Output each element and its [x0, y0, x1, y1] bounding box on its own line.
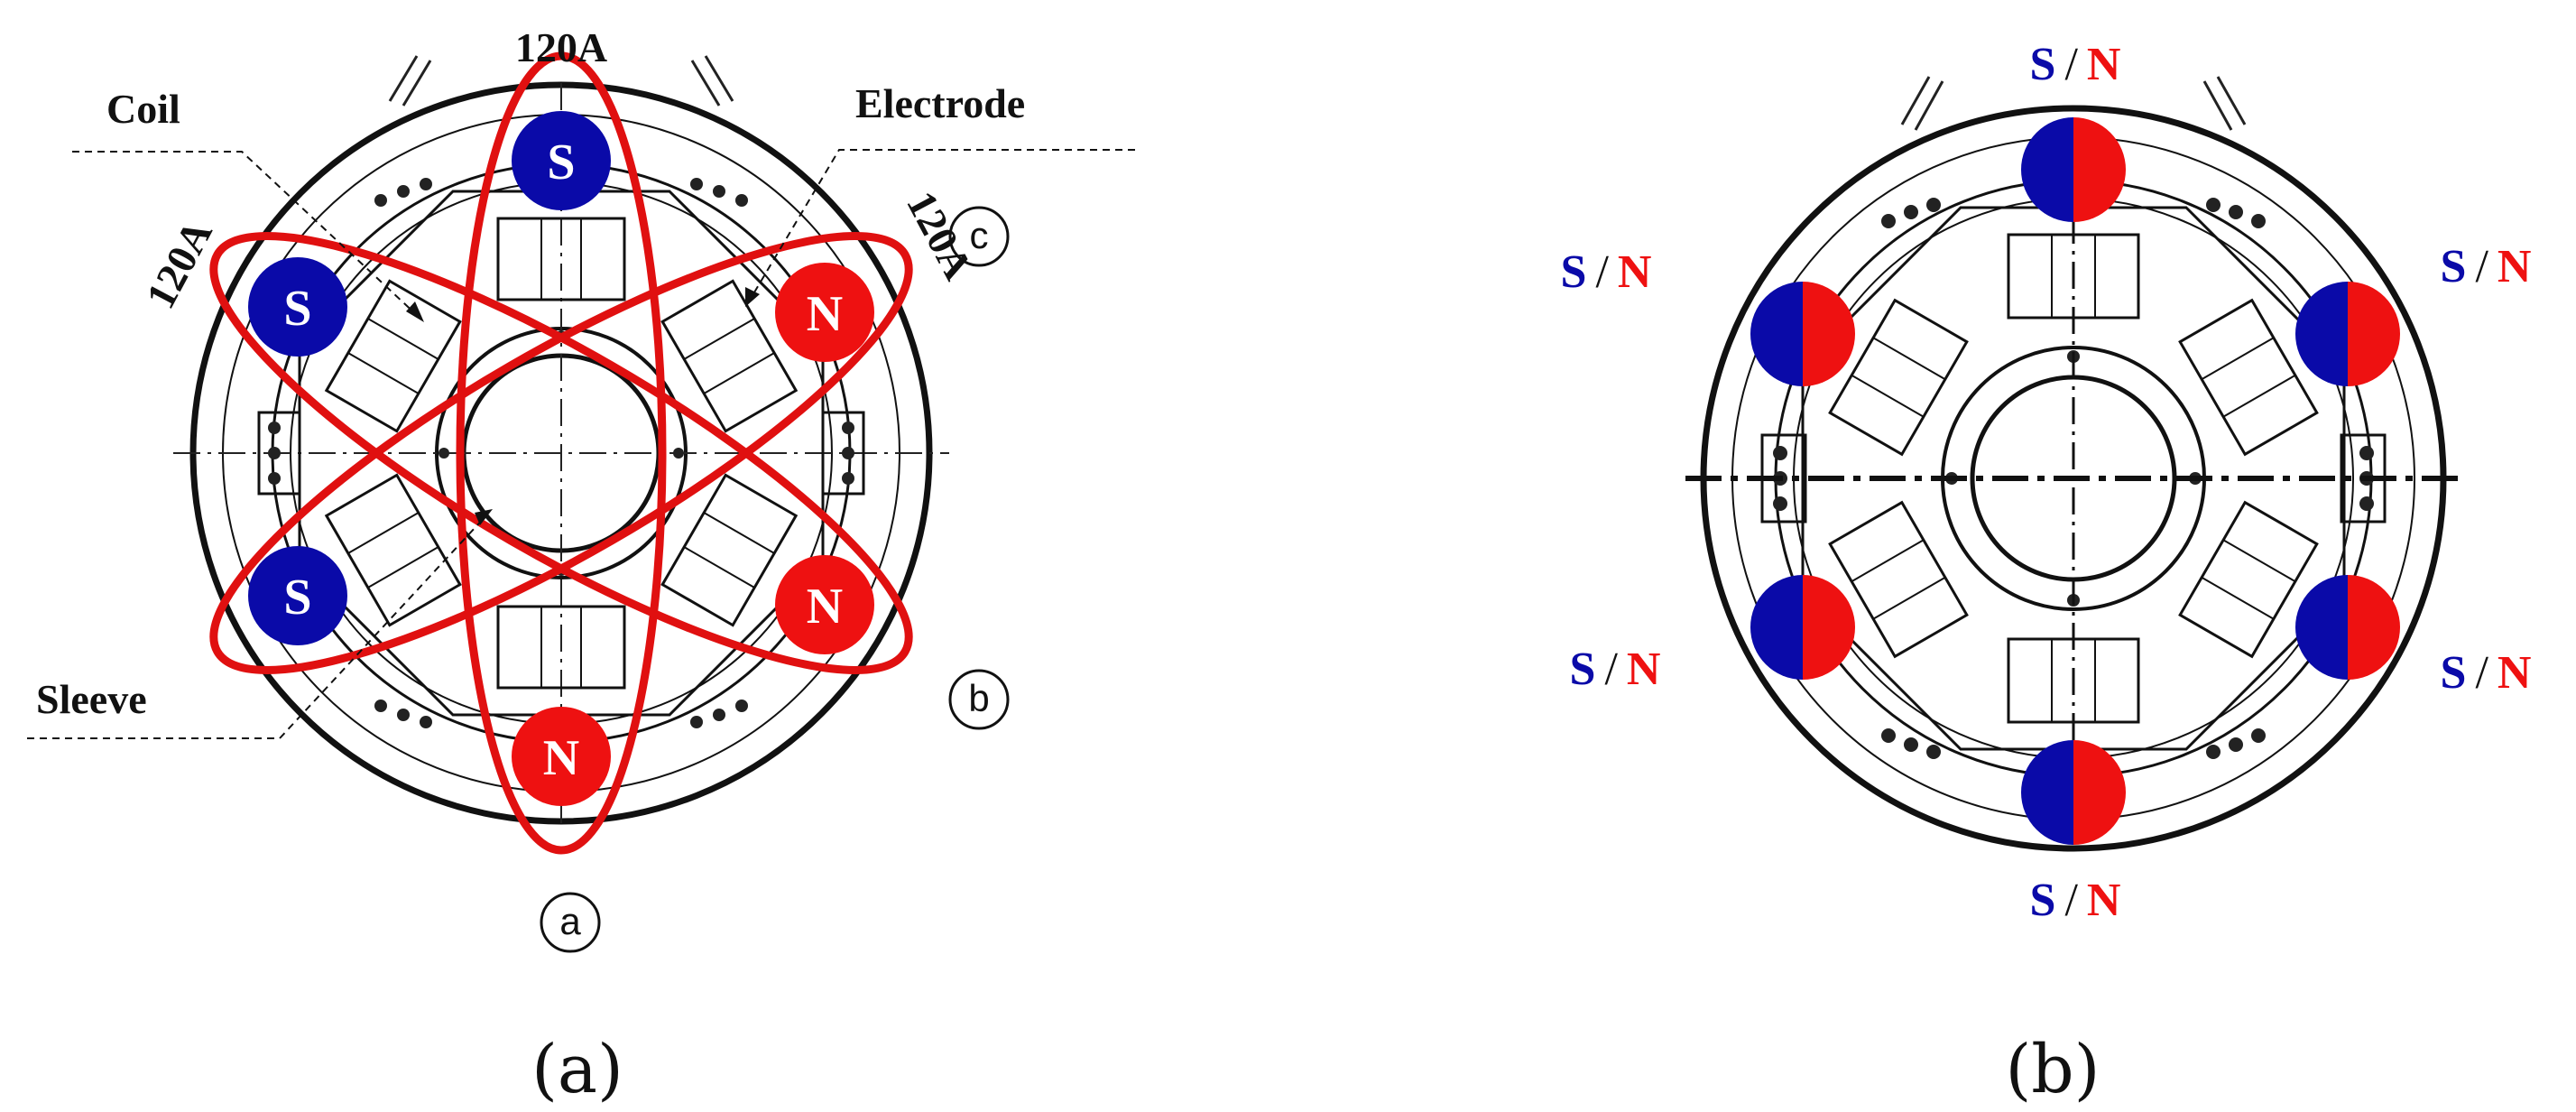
pole-letter: N [807, 286, 843, 342]
pole-top: S [512, 111, 611, 210]
pole-lower-left: S [248, 546, 347, 645]
pole-marker [512, 111, 611, 210]
panel-b: S/N S/N S/N S/N S/N S/N (b) [1561, 39, 2532, 1108]
pole-half-n [2348, 282, 2400, 386]
pole-upper-right: N [775, 263, 874, 362]
coil-loop-falling [209, 232, 913, 674]
coil-loops [209, 51, 913, 855]
pole-label-bottom: S/N [2030, 875, 2121, 926]
pole-label-lower-left: S/N [1570, 644, 1661, 695]
coil-loop-vertical [456, 51, 667, 855]
pole-half-s [2295, 575, 2348, 680]
marker-a-text: a [559, 900, 581, 942]
pole-bottom: N [512, 707, 611, 806]
coil-block-bottom [496, 605, 626, 690]
pole-letter: S [283, 570, 311, 626]
left-terminal [257, 411, 301, 496]
marker-c-text: c [970, 214, 989, 256]
pole-half-n [1803, 282, 1855, 386]
pole-marker [512, 707, 611, 806]
label-coil: Coil [106, 86, 180, 132]
electrode-leader-arrow [745, 287, 760, 307]
pole-label-lower-right: S/N [2441, 647, 2532, 699]
caption-b: (b) [2005, 1031, 2100, 1108]
coil-block-lower-right [2178, 500, 2319, 659]
coil-leader [72, 151, 420, 319]
pole-label-upper-right: S/N [2441, 241, 2532, 292]
pole-letter: N [807, 579, 843, 635]
top-fixtures [388, 55, 734, 107]
bolt-holes [268, 178, 854, 728]
pole-upper-left: S [248, 257, 347, 357]
coil-block-upper-left [324, 279, 462, 433]
pole-half-n [2073, 740, 2126, 845]
pole-half-s [2295, 282, 2348, 386]
octagon-frame [1801, 206, 2346, 751]
pole-letter: N [543, 730, 579, 786]
label-electrode: Electrode [855, 80, 1025, 126]
coil-block-upper-left [1828, 298, 1969, 457]
panel-a: S S S N N N 120A 120A 120A Coil Elect [27, 24, 1135, 1108]
coil-block-top [496, 217, 626, 301]
pole-marker [248, 546, 347, 645]
pole-letter: S [283, 281, 311, 337]
pole-half-s [1750, 575, 1803, 680]
pole-letter: S [547, 134, 575, 190]
pole-marker [775, 263, 874, 362]
split-pole-bottom [2021, 740, 2126, 845]
split-pole-upper-left [1750, 282, 1855, 386]
pole-half-s [2021, 117, 2073, 222]
coil-leader-arrow [406, 301, 424, 322]
top-fixtures [1900, 76, 2247, 131]
marker-b-text: b [968, 677, 989, 719]
split-pole-upper-right [2295, 282, 2400, 386]
pole-half-n [2073, 117, 2126, 222]
pole-half-n [2348, 575, 2400, 680]
pole-half-s [1750, 282, 1803, 386]
sleeve-leader-arrow [475, 509, 493, 525]
coil-block-lower-right [660, 473, 799, 627]
electrode-leader [748, 149, 1135, 302]
marker-a: a [540, 892, 601, 953]
split-pole-lower-left [1750, 575, 1855, 680]
pole-half-n [1803, 575, 1855, 680]
coil-block-lower-left [324, 473, 462, 627]
coil-block-upper-right [660, 279, 799, 433]
current-label-top: 120A [515, 24, 607, 70]
split-pole-lower-right [2295, 575, 2400, 680]
coil-loop-rising [209, 232, 913, 674]
coil-block-lower-left [1828, 500, 1969, 659]
pole-label-top: S/N [2030, 39, 2121, 90]
pole-label-upper-left: S/N [1561, 246, 1652, 298]
current-label-left: 120A [137, 213, 221, 316]
pole-half-s [2021, 740, 2073, 845]
caption-a: (a) [531, 1031, 623, 1108]
pole-marker [248, 257, 347, 357]
right-terminal [821, 411, 865, 496]
pole-lower-right: N [775, 555, 874, 654]
marker-b: b [948, 669, 1010, 730]
pole-marker [775, 555, 874, 654]
marker-c: c [948, 206, 1010, 267]
label-sleeve: Sleeve [36, 676, 147, 722]
coil-block-upper-right [2178, 298, 2319, 457]
sleeve-leader [27, 514, 488, 739]
split-pole-top [2021, 117, 2126, 222]
